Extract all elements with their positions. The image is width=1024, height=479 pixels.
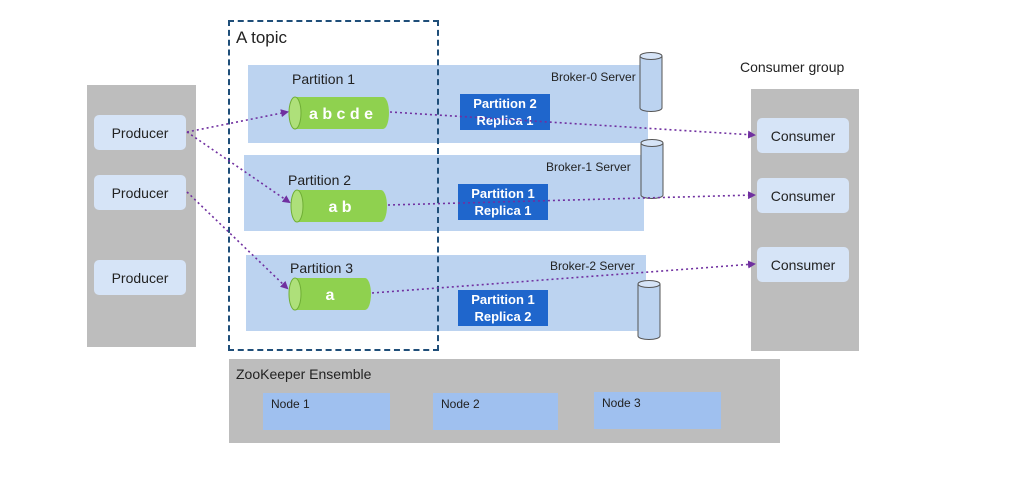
producer-2: Producer <box>94 175 186 210</box>
consumer-label: Consumer <box>770 187 836 204</box>
broker-0-label: Broker-0 Server <box>551 70 636 84</box>
partition-1-cylinder: a b c d e <box>288 96 389 130</box>
partition-2-messages: a b <box>328 199 351 216</box>
zookeeper-node-1: Node 1 <box>263 393 390 430</box>
replica-box-2: Partition 1 Replica 2 <box>458 290 548 326</box>
arrow-producer1-partition1 <box>186 109 289 133</box>
replica-line2: Replica 2 <box>474 309 532 324</box>
arrow-producer1-partition2 <box>186 131 291 204</box>
arrow-partition1-consumer1 <box>389 111 756 139</box>
partition-2-label: Partition 2 <box>288 172 352 188</box>
partition-3-cylinder: a <box>288 277 371 311</box>
consumer-1: Consumer <box>757 118 849 153</box>
broker-2-label: Broker-2 Server <box>550 259 635 273</box>
partition-1-label: Partition 1 <box>292 71 356 87</box>
zookeeper-node-2: Node 2 <box>433 393 558 430</box>
replica-line2: Replica 1 <box>474 203 532 218</box>
partition-2-cylinder: a b <box>290 189 387 223</box>
producer-3: Producer <box>94 260 186 295</box>
replica-line1: Partition 1 <box>471 292 535 307</box>
arrow-producer2-partition3 <box>186 191 289 290</box>
consumer-label: Consumer <box>770 127 836 144</box>
partition-3-messages: a <box>326 287 335 304</box>
arrow-partition2-consumer2 <box>387 191 756 206</box>
database-icon <box>639 52 663 112</box>
consumer-label: Consumer <box>770 256 836 273</box>
broker-1-label: Broker-1 Server <box>546 160 631 174</box>
partition-3-label: Partition 3 <box>290 260 354 276</box>
database-icon <box>637 280 661 340</box>
consumer-group-title: Consumer group <box>740 59 845 75</box>
replica-line2: Replica 1 <box>476 113 534 128</box>
node-label: Node 2 <box>441 397 480 411</box>
node-label: Node 1 <box>271 397 310 411</box>
topic-title: A topic <box>236 28 288 47</box>
replica-line1: Partition 2 <box>473 96 537 111</box>
database-icon <box>640 139 664 199</box>
producer-label: Producer <box>111 269 169 286</box>
producer-1: Producer <box>94 115 186 150</box>
arrow-partition3-consumer3 <box>371 260 756 294</box>
consumer-2: Consumer <box>757 178 849 213</box>
node-label: Node 3 <box>602 396 641 410</box>
partition-1-messages: a b c d e <box>309 106 373 123</box>
zookeeper-node-3: Node 3 <box>594 392 721 429</box>
zookeeper-title: ZooKeeper Ensemble <box>236 366 372 382</box>
replica-box-0: Partition 2 Replica 1 <box>460 94 550 130</box>
producer-label: Producer <box>111 124 169 141</box>
consumer-3: Consumer <box>757 247 849 282</box>
replica-line1: Partition 1 <box>471 186 535 201</box>
producer-label: Producer <box>111 184 169 201</box>
topic-outline <box>228 20 439 351</box>
